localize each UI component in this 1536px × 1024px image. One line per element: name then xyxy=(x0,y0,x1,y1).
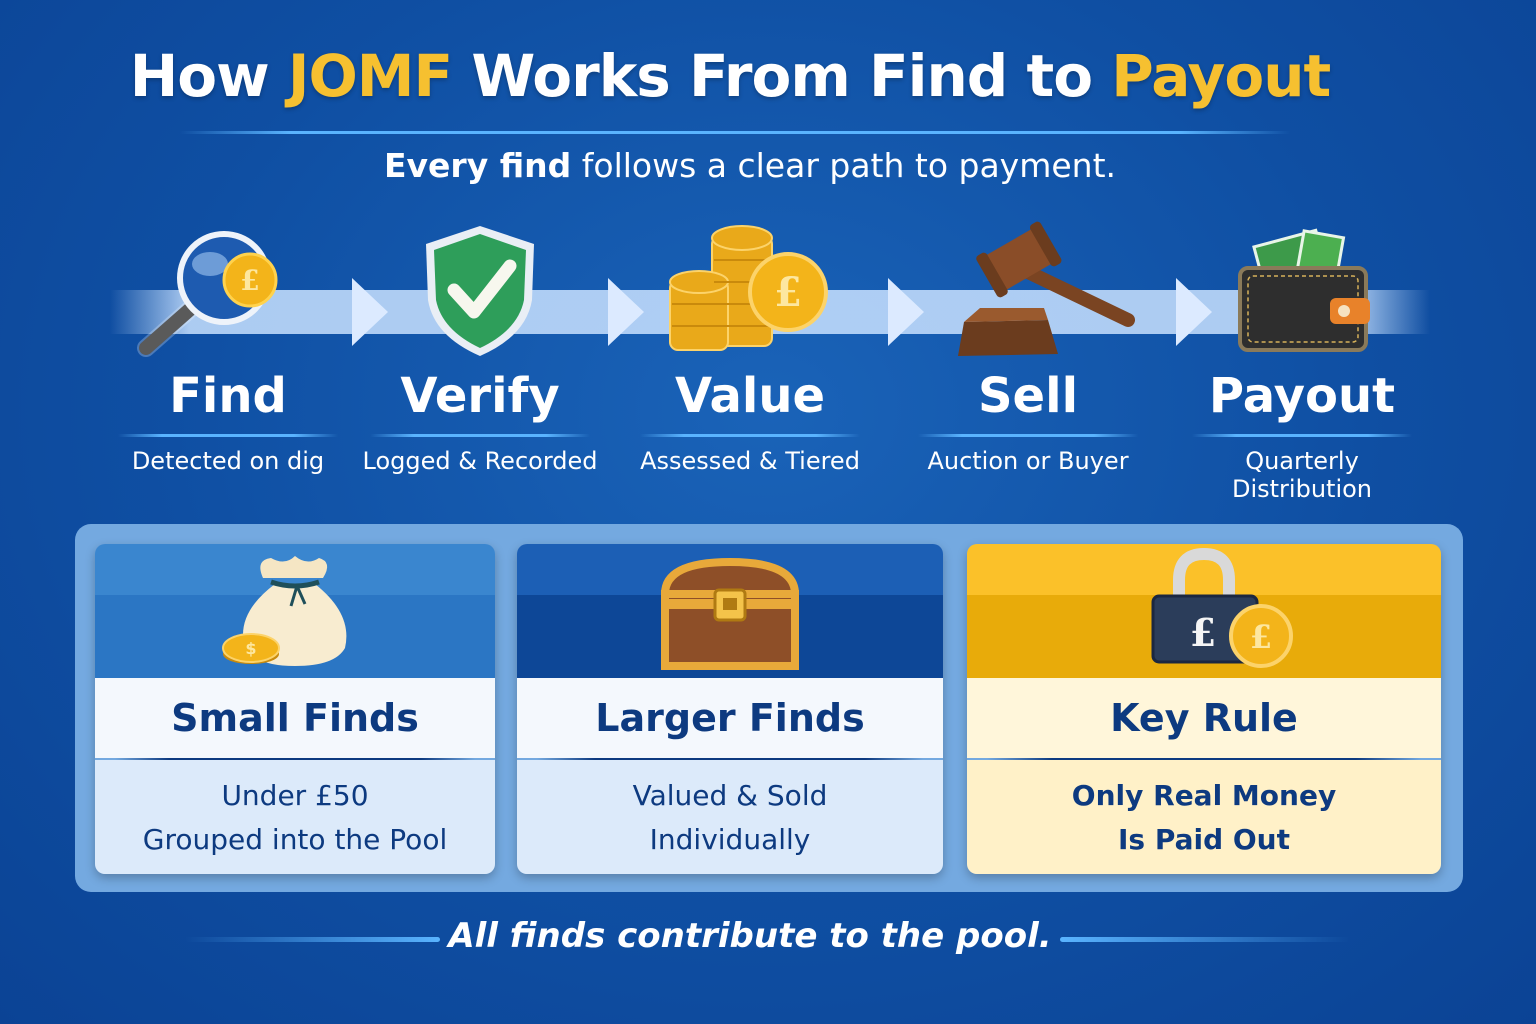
card-icon-area: $ xyxy=(95,544,495,678)
step-desc: Detected on dig xyxy=(131,447,325,475)
coin-stack-icon: £ xyxy=(620,220,880,360)
flow-arrow-icon xyxy=(352,278,388,346)
step-verify: Verify Logged & Recorded xyxy=(350,220,610,475)
svg-text:£: £ xyxy=(1190,610,1216,655)
shield-check-icon xyxy=(350,220,610,360)
rules-panel: $ Small Finds Under £50 Grouped into the… xyxy=(75,524,1463,892)
subtitle-bold: Every find xyxy=(383,146,572,185)
subtitle-rest: follows a clear path to payment. xyxy=(571,146,1117,185)
card-larger-finds: Larger Finds Valued & Sold Individually xyxy=(517,544,943,874)
card-line: Individually xyxy=(649,823,811,856)
card-icon-area xyxy=(517,544,943,678)
subtitle: Every find follows a clear path to payme… xyxy=(0,146,1500,185)
svg-text:£: £ xyxy=(1250,618,1272,656)
step-desc: Assessed & Tiered xyxy=(640,447,860,475)
card-line: Grouped into the Pool xyxy=(142,823,448,856)
title-payout: Payout xyxy=(1111,42,1331,110)
step-divider xyxy=(1192,434,1412,437)
step-label: Sell xyxy=(977,368,1079,424)
card-line: Is Paid Out xyxy=(1117,823,1290,856)
step-desc: Auction or Buyer xyxy=(927,447,1129,475)
step-find: £ Find Detected on dig xyxy=(98,220,358,475)
title-part: How xyxy=(129,42,288,110)
svg-text:$: $ xyxy=(245,639,256,658)
step-sell: Sell Auction or Buyer xyxy=(898,220,1158,475)
card-body: Valued & Sold Individually xyxy=(517,760,943,874)
card-title: Small Finds xyxy=(95,678,495,758)
card-divider xyxy=(115,758,475,760)
svg-text:£: £ xyxy=(774,269,802,316)
card-divider xyxy=(537,758,923,760)
card-title: Key Rule xyxy=(967,678,1441,758)
money-bag-icon: $ xyxy=(222,556,347,666)
step-label: Payout xyxy=(1208,368,1396,424)
flow-arrow-icon xyxy=(608,278,644,346)
padlock-coin-icon: £ £ xyxy=(1151,547,1293,668)
card-body: Only Real Money Is Paid Out xyxy=(967,760,1441,874)
card-divider xyxy=(987,758,1421,760)
treasure-chest-icon xyxy=(660,557,800,670)
magnifier-coin-icon: £ xyxy=(98,220,358,360)
step-value: £ Value Assessed & Tiered xyxy=(620,220,880,475)
step-desc: Logged & Recorded xyxy=(362,447,598,475)
title-divider xyxy=(180,131,1290,134)
card-body: Under £50 Grouped into the Pool xyxy=(95,760,495,874)
wallet-icon xyxy=(1172,220,1432,360)
title-part: Works From Find to xyxy=(452,42,1112,110)
svg-text:£: £ xyxy=(240,264,259,297)
card-title: Larger Finds xyxy=(517,678,943,758)
gavel-icon xyxy=(898,220,1158,360)
card-key-rule: £ £ Key Rule Only Real Money Is Paid Out xyxy=(967,544,1441,874)
card-line: Valued & Sold xyxy=(632,779,828,812)
step-label: Verify xyxy=(400,368,560,424)
footer-divider-left xyxy=(185,937,440,942)
title-brand: JOMF xyxy=(287,42,453,110)
step-label: Value xyxy=(674,368,826,424)
step-divider xyxy=(118,434,338,437)
footer-note: All finds contribute to the pool. xyxy=(448,916,1052,956)
flow-arrow-icon xyxy=(1176,278,1212,346)
step-payout: Payout Quarterly Distribution xyxy=(1172,220,1432,503)
card-small-finds: $ Small Finds Under £50 Grouped into the… xyxy=(95,544,495,874)
step-divider xyxy=(918,434,1138,437)
flow-arrow-icon xyxy=(888,278,924,346)
card-line: Under £50 xyxy=(221,779,369,812)
card-line: Only Real Money xyxy=(1071,779,1337,812)
card-icon-area: £ £ xyxy=(967,544,1441,678)
step-label: Find xyxy=(169,368,287,424)
footer-divider-right xyxy=(1060,937,1350,942)
page-title: How JOMF Works From Find to Payout xyxy=(0,42,1460,110)
step-divider xyxy=(370,434,590,437)
step-desc: Quarterly Distribution xyxy=(1231,447,1372,503)
step-divider xyxy=(640,434,860,437)
